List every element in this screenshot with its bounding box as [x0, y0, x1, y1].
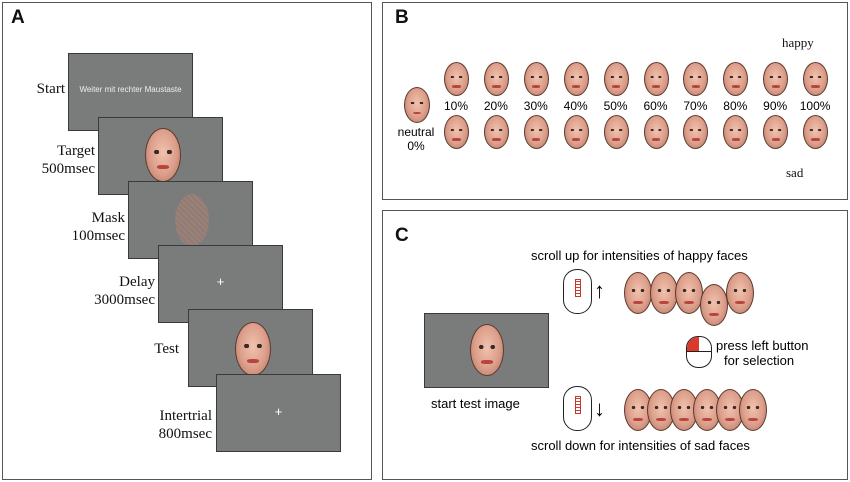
- sad-label: sad: [786, 165, 804, 180]
- percent-label: 100%: [799, 99, 831, 113]
- sad-morph-face: [683, 115, 709, 149]
- start-test-face: [470, 324, 504, 376]
- left-button-mouse: [686, 336, 712, 368]
- happy-intensity-face: [624, 272, 652, 314]
- sad-morph-face: [763, 115, 789, 149]
- percent-label: 20%: [483, 99, 508, 113]
- happy-morph-face: [483, 62, 509, 96]
- delay-time: 3000msec: [94, 292, 155, 308]
- happy-morph-face: [723, 62, 749, 96]
- scroll-wheel-down: [575, 396, 581, 414]
- test-label: Test: [103, 340, 179, 358]
- happy-intensity-face: [726, 272, 754, 314]
- sad-morph-face: [723, 115, 749, 149]
- delay-label: Delay 3000msec: [73, 273, 155, 309]
- percent-label: 50%: [603, 99, 628, 113]
- percent-label: 30%: [523, 99, 548, 113]
- sad-morph-face: [444, 115, 469, 149]
- happy-intensity-face: [675, 272, 703, 314]
- sad-morph-face: [803, 115, 829, 149]
- target-face: [145, 128, 181, 182]
- happy-morph-face: [803, 62, 829, 96]
- happy-intensity-face: [650, 272, 678, 314]
- mouse-divider: [687, 351, 711, 352]
- percent-label: 70%: [683, 99, 708, 113]
- intertrial-label-text: Intertrial: [159, 408, 212, 424]
- percent-label: 10%: [443, 99, 469, 113]
- intertrial-time: 800msec: [158, 426, 212, 442]
- sad-intensity-face: [739, 389, 767, 431]
- target-label-text: Target: [57, 143, 95, 159]
- press-line-1: press left button: [716, 338, 809, 353]
- mask-label: Mask 100msec: [43, 209, 125, 245]
- panel-a: A Start Weiter mit rechter Maustaste Tar…: [2, 2, 372, 480]
- intertrial-screen: +: [216, 374, 341, 452]
- happy-intensity-face: [700, 284, 728, 326]
- percent-label: 90%: [763, 99, 788, 113]
- neutral-percent: 0%: [407, 139, 425, 153]
- start-test-screen: [424, 313, 549, 388]
- sad-morph-face: [483, 115, 509, 149]
- fixation-cross: +: [216, 274, 225, 289]
- mask-time: 100msec: [71, 228, 125, 244]
- press-line-2: for selection: [724, 353, 795, 368]
- happy-morph-face: [683, 62, 709, 96]
- happy-morph-face: [643, 62, 669, 96]
- up-arrow-icon: ↑: [594, 278, 605, 303]
- neutral-face: [404, 87, 430, 123]
- noise-mask: [175, 194, 209, 246]
- test-face: [235, 322, 271, 376]
- sad-morph-face: [523, 115, 549, 149]
- left-button-highlight: [687, 337, 699, 351]
- scroll-up-text: scroll up for intensities of happy faces: [531, 248, 748, 263]
- happy-morph-face: [563, 62, 589, 96]
- percent-label: 80%: [723, 99, 748, 113]
- intertrial-fixation-cross: +: [274, 404, 283, 419]
- mask-label-text: Mask: [91, 210, 125, 226]
- sad-morph-face: [643, 115, 669, 149]
- sad-morph-face: [563, 115, 589, 149]
- neutral-label: neutral: [397, 125, 435, 139]
- scroll-down-mouse: [563, 386, 592, 431]
- percent-label: 40%: [563, 99, 588, 113]
- start-test-image-text: start test image: [431, 396, 520, 411]
- down-arrow-icon: ↓: [594, 396, 605, 421]
- happy-morph-face: [603, 62, 629, 96]
- sad-morph-face: [603, 115, 629, 149]
- start-label: Start: [13, 80, 65, 98]
- scroll-up-mouse: [563, 269, 592, 314]
- press-left-text: press left button for selection: [716, 338, 809, 368]
- start-label-text: Start: [36, 81, 65, 97]
- scroll-wheel-up: [575, 279, 581, 297]
- percent-label: 60%: [643, 99, 668, 113]
- panel-c-label: C: [395, 225, 409, 246]
- happy-morph-face: [763, 62, 789, 96]
- panel-a-label: A: [11, 7, 25, 28]
- test-label-text: Test: [154, 341, 179, 357]
- panel-b-label: B: [395, 7, 409, 28]
- delay-label-text: Delay: [119, 274, 155, 290]
- intertrial-label: Intertrial 800msec: [113, 407, 212, 443]
- target-label: Target 500msec: [13, 142, 95, 178]
- happy-morph-face: [523, 62, 549, 96]
- scroll-down-text: scroll down for intensities of sad faces: [531, 438, 750, 453]
- panel-c: C scroll up for intensities of happy fac…: [382, 210, 848, 480]
- target-time: 500msec: [41, 161, 95, 177]
- happy-morph-face: [444, 62, 469, 96]
- happy-label: happy: [782, 35, 814, 50]
- panel-b: B happy sad neutral 0% 10% 20% 30% 40% 50% 60…: [382, 2, 848, 200]
- start-screen-text: Weiter mit rechter Maustaste: [79, 85, 182, 94]
